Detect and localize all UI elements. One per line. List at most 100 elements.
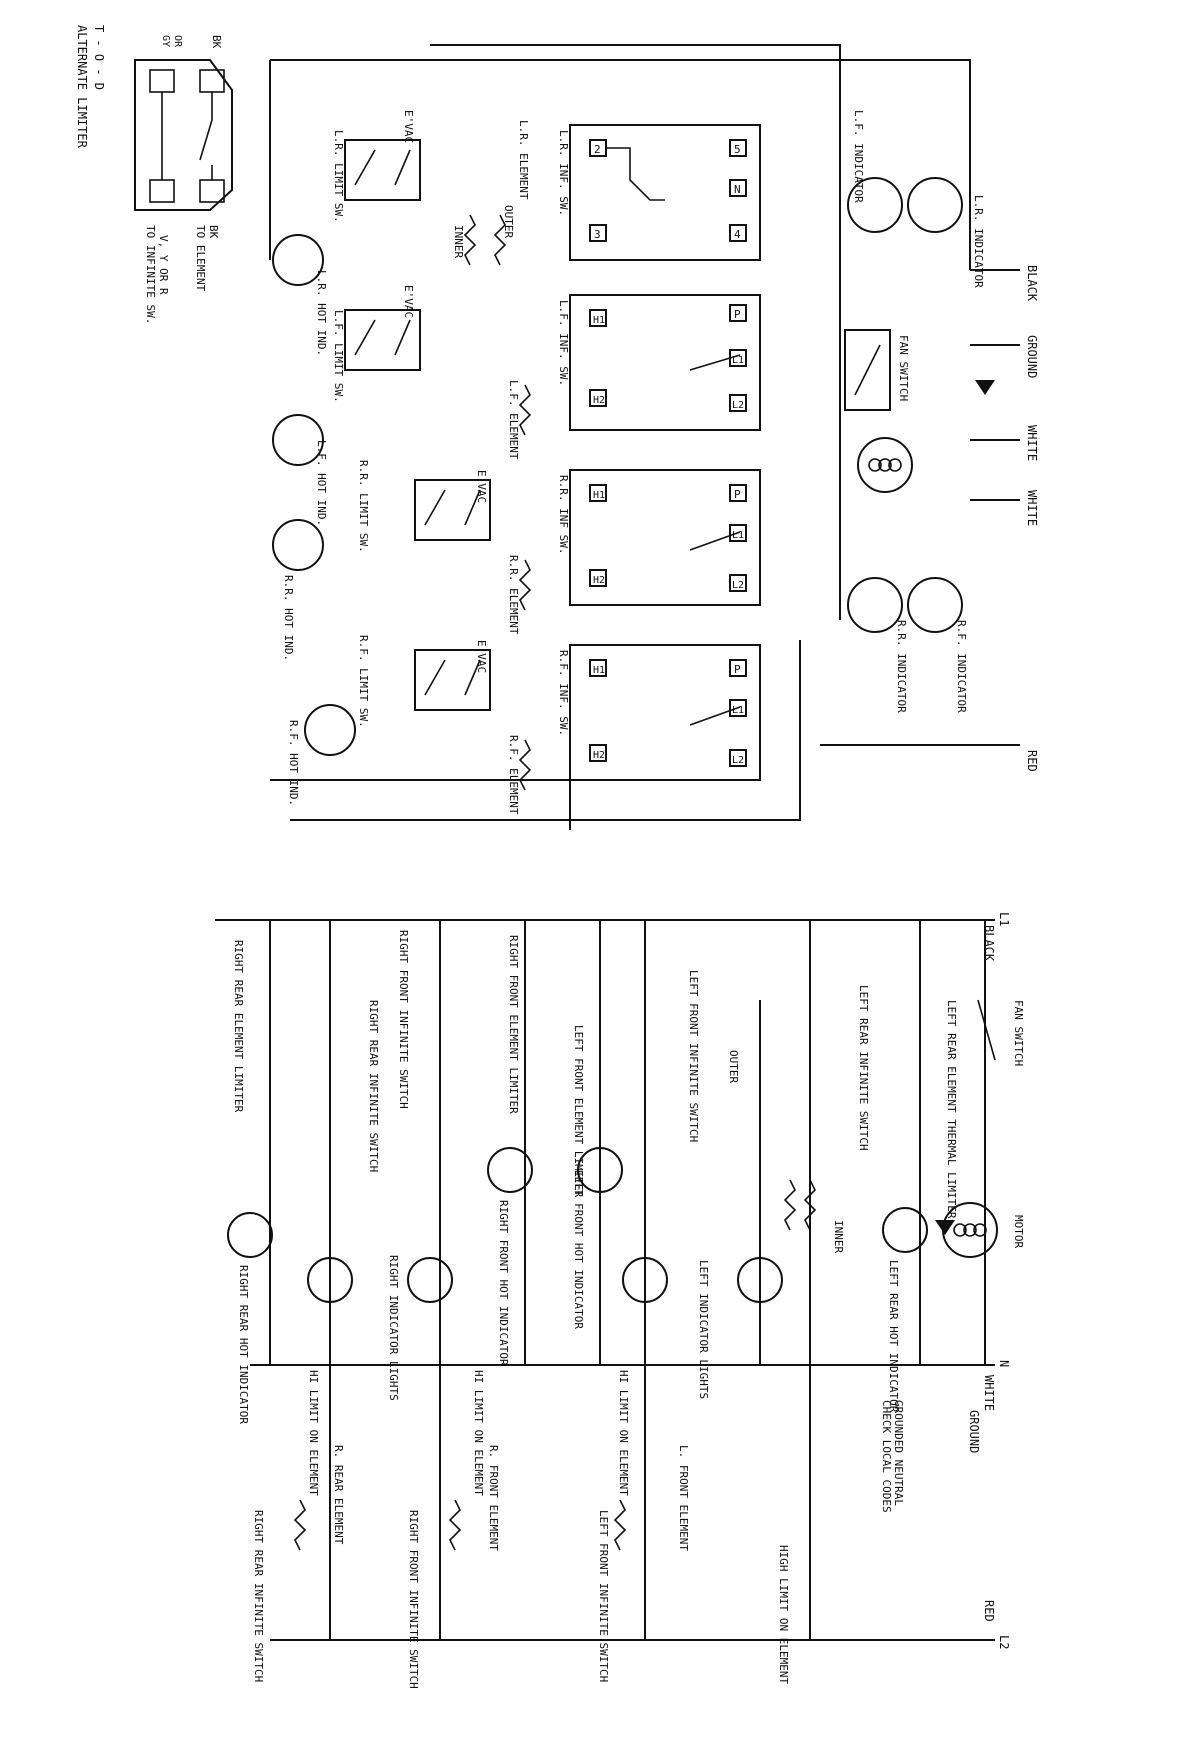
svg-text:E'VAC: E'VAC <box>402 285 415 318</box>
hot-label-rf: R.F. HOT IND. <box>287 720 300 806</box>
inner-label: INNER <box>452 225 465 258</box>
element-resistors: L.R. ELEMENT OUTER INNER L.F. ELEMENT R.… <box>452 120 532 815</box>
svg-text:GROUND: GROUND <box>967 1410 981 1453</box>
svg-text:RIGHT INDICATOR LIGHTS: RIGHT INDICATOR LIGHTS <box>387 1255 400 1401</box>
wire-label-ground: GROUND <box>1025 335 1039 378</box>
svg-text:RIGHT REAR INFINITE SWITCH: RIGHT REAR INFINITE SWITCH <box>367 1000 380 1172</box>
svg-text:MOTOR: MOTOR <box>1012 1215 1025 1248</box>
switch-label-lr: L.R. INF. SW. <box>557 130 570 216</box>
svg-text:RIGHT FRONT ELEMENT LIMITER: RIGHT FRONT ELEMENT LIMITER <box>507 935 520 1114</box>
svg-text:LEFT REAR ELEMENT THERMAL LIMI: LEFT REAR ELEMENT THERMAL LIMITER <box>945 1000 958 1219</box>
element-label-rf: R.F. ELEMENT <box>507 735 520 815</box>
alt-v-y-or-r: V, Y OR R <box>157 235 170 295</box>
svg-text:RED: RED <box>982 1600 996 1622</box>
bus-label-n: N <box>997 1360 1011 1367</box>
switch-label-lf: L.F. INF. SW. <box>557 300 570 386</box>
alt-bk-label: BK <box>210 35 223 49</box>
alternate-limiter: T - O - D ALTERNATE LIMITER BK OR GY BK … <box>75 25 233 324</box>
schematic-indicators <box>227 1147 928 1303</box>
alt-to-element: TO ELEMENT <box>194 225 207 292</box>
element-label-lf: L.F. ELEMENT <box>507 380 520 460</box>
element-label-rr: R.R. ELEMENT <box>507 555 520 635</box>
svg-text:3: 3 <box>594 228 601 241</box>
svg-text:LEFT INDICATOR LIGHTS: LEFT INDICATOR LIGHTS <box>697 1260 710 1399</box>
ind-label-rf: R.F. INDICATOR <box>955 620 968 713</box>
svg-text:L1: L1 <box>732 705 744 716</box>
svg-text:N: N <box>734 183 741 196</box>
svg-text:L1: L1 <box>732 355 744 366</box>
svg-text:RIGHT FRONT HOT INDICATOR: RIGHT FRONT HOT INDICATOR <box>497 1200 510 1366</box>
switch-label-rf: R.F. INF. SW. <box>557 650 570 736</box>
svg-text:HI LIMIT ON ELEMENT: HI LIMIT ON ELEMENT <box>307 1370 320 1496</box>
svg-text:H1: H1 <box>593 490 605 501</box>
hot-label-lr: L.R. HOT IND. <box>315 270 328 356</box>
svg-text:E'VAC: E'VAC <box>475 470 488 503</box>
surface-indicators: L.F. INDICATOR L.R. INDICATOR R.R. INDIC… <box>847 110 985 713</box>
svg-text:LEFT FRONT ELEMENT LIMITER: LEFT FRONT ELEMENT LIMITER <box>572 1025 585 1198</box>
svg-text:RIGHT FRONT INFINITE SWITCH: RIGHT FRONT INFINITE SWITCH <box>407 1510 420 1689</box>
svg-text:INNER: INNER <box>832 1220 845 1253</box>
lr-limit-switch: E'VAC L.R. LIMIT SW. <box>332 110 421 223</box>
outer-label: OUTER <box>502 205 515 238</box>
svg-text:HIGH LIMIT ON ELEMENT: HIGH LIMIT ON ELEMENT <box>777 1545 790 1684</box>
svg-text:H1: H1 <box>593 665 605 676</box>
lf-limit-switch: E'VAC L.F. LIMIT SW. <box>332 285 421 403</box>
svg-text:5: 5 <box>734 143 741 156</box>
svg-text:LEFT FRONT INFINITE SWITCH: LEFT FRONT INFINITE SWITCH <box>597 1510 610 1682</box>
svg-text:CHECK LOCAL CODES: CHECK LOCAL CODES <box>880 1400 893 1513</box>
rr-infinite-switch: H1 H2 P L1 L2 R.R. INF SW. <box>557 469 761 606</box>
alt-limiter-subtitle: ALTERNATE LIMITER <box>75 25 89 149</box>
svg-text:LEFT FRONT HOT INDICATOR: LEFT FRONT HOT INDICATOR <box>572 1170 585 1329</box>
svg-text:H2: H2 <box>593 750 605 761</box>
switch-label-rr: R.R. INF SW. <box>557 475 570 554</box>
svg-text:H1: H1 <box>593 315 605 326</box>
lr-infinite-switch: 2 3 5 N 4 L.R. INF. SW. <box>557 124 761 261</box>
svg-text:H2: H2 <box>593 575 605 586</box>
hot-indicators: L.R. HOT IND. L.F. HOT IND. R.R. HOT IND… <box>272 234 356 806</box>
wire-label-white-1: WHITE <box>1025 425 1039 461</box>
svg-text:HI LIMIT ON ELEMENT: HI LIMIT ON ELEMENT <box>472 1370 485 1496</box>
limit-label-rr: R.R. LIMIT SW. <box>357 460 370 553</box>
ind-label-rr: R.R. INDICATOR <box>895 620 908 713</box>
svg-text:P: P <box>734 308 741 321</box>
svg-text:RIGHT FRONT INFINITE SWITCH: RIGHT FRONT INFINITE SWITCH <box>397 930 410 1109</box>
svg-text:OUTER: OUTER <box>727 1050 740 1083</box>
svg-text:4: 4 <box>734 228 741 241</box>
svg-text:R. REAR ELEMENT: R. REAR ELEMENT <box>332 1445 345 1545</box>
wire-label-white-2: WHITE <box>1025 490 1039 526</box>
limit-label-rf: R.F. LIMIT SW. <box>357 635 370 728</box>
rf-infinite-switch: H1 H2 P L1 L2 R.F. INF. SW. <box>557 644 761 781</box>
ind-label-lf: L.F. INDICATOR <box>852 110 865 203</box>
wire-label-black: BLACK <box>1025 265 1039 302</box>
svg-text:R. FRONT ELEMENT: R. FRONT ELEMENT <box>487 1445 500 1551</box>
svg-text:L2: L2 <box>732 755 744 766</box>
fan-switch-label: FAN SWITCH <box>897 335 910 401</box>
svg-text:LEFT REAR INFINITE SWITCH: LEFT REAR INFINITE SWITCH <box>857 985 870 1151</box>
svg-text:E'VAC: E'VAC <box>402 110 415 143</box>
alt-or-label: OR <box>172 35 183 48</box>
svg-text:LEFT REAR HOT INDICATOR: LEFT REAR HOT INDICATOR <box>887 1260 900 1413</box>
svg-text:P: P <box>734 663 741 676</box>
wire-label-red: RED <box>1025 750 1039 772</box>
limit-label-lr: L.R. LIMIT SW. <box>332 130 345 223</box>
element-label-lr: L.R. ELEMENT <box>517 120 530 200</box>
svg-text:HI LIMIT ON ELEMENT: HI LIMIT ON ELEMENT <box>617 1370 630 1496</box>
svg-text:L1: L1 <box>732 530 744 541</box>
ind-label-lr: L.R. INDICATOR <box>972 195 985 288</box>
bus-label-l2: L2 <box>997 1635 1011 1649</box>
svg-text:L2: L2 <box>732 400 744 411</box>
alt-to-element-bk: BK <box>207 225 220 239</box>
branch-lines <box>269 920 921 1640</box>
hot-label-lf: L.F. HOT IND. <box>315 440 328 526</box>
svg-text:GROUNDED NEUTRAL: GROUNDED NEUTRAL <box>892 1400 905 1506</box>
fan-switch-and-motor: FAN SWITCH <box>844 329 995 493</box>
svg-text:L. FRONT ELEMENT: L. FRONT ELEMENT <box>677 1445 690 1551</box>
schematic-elements <box>293 1179 817 1551</box>
svg-text:L2: L2 <box>732 580 744 591</box>
hot-label-rr: R.R. HOT IND. <box>282 575 295 661</box>
svg-text:H2: H2 <box>593 395 605 406</box>
svg-text:P: P <box>734 488 741 501</box>
alt-gy-label: GY <box>160 35 171 47</box>
svg-text:2: 2 <box>594 143 601 156</box>
